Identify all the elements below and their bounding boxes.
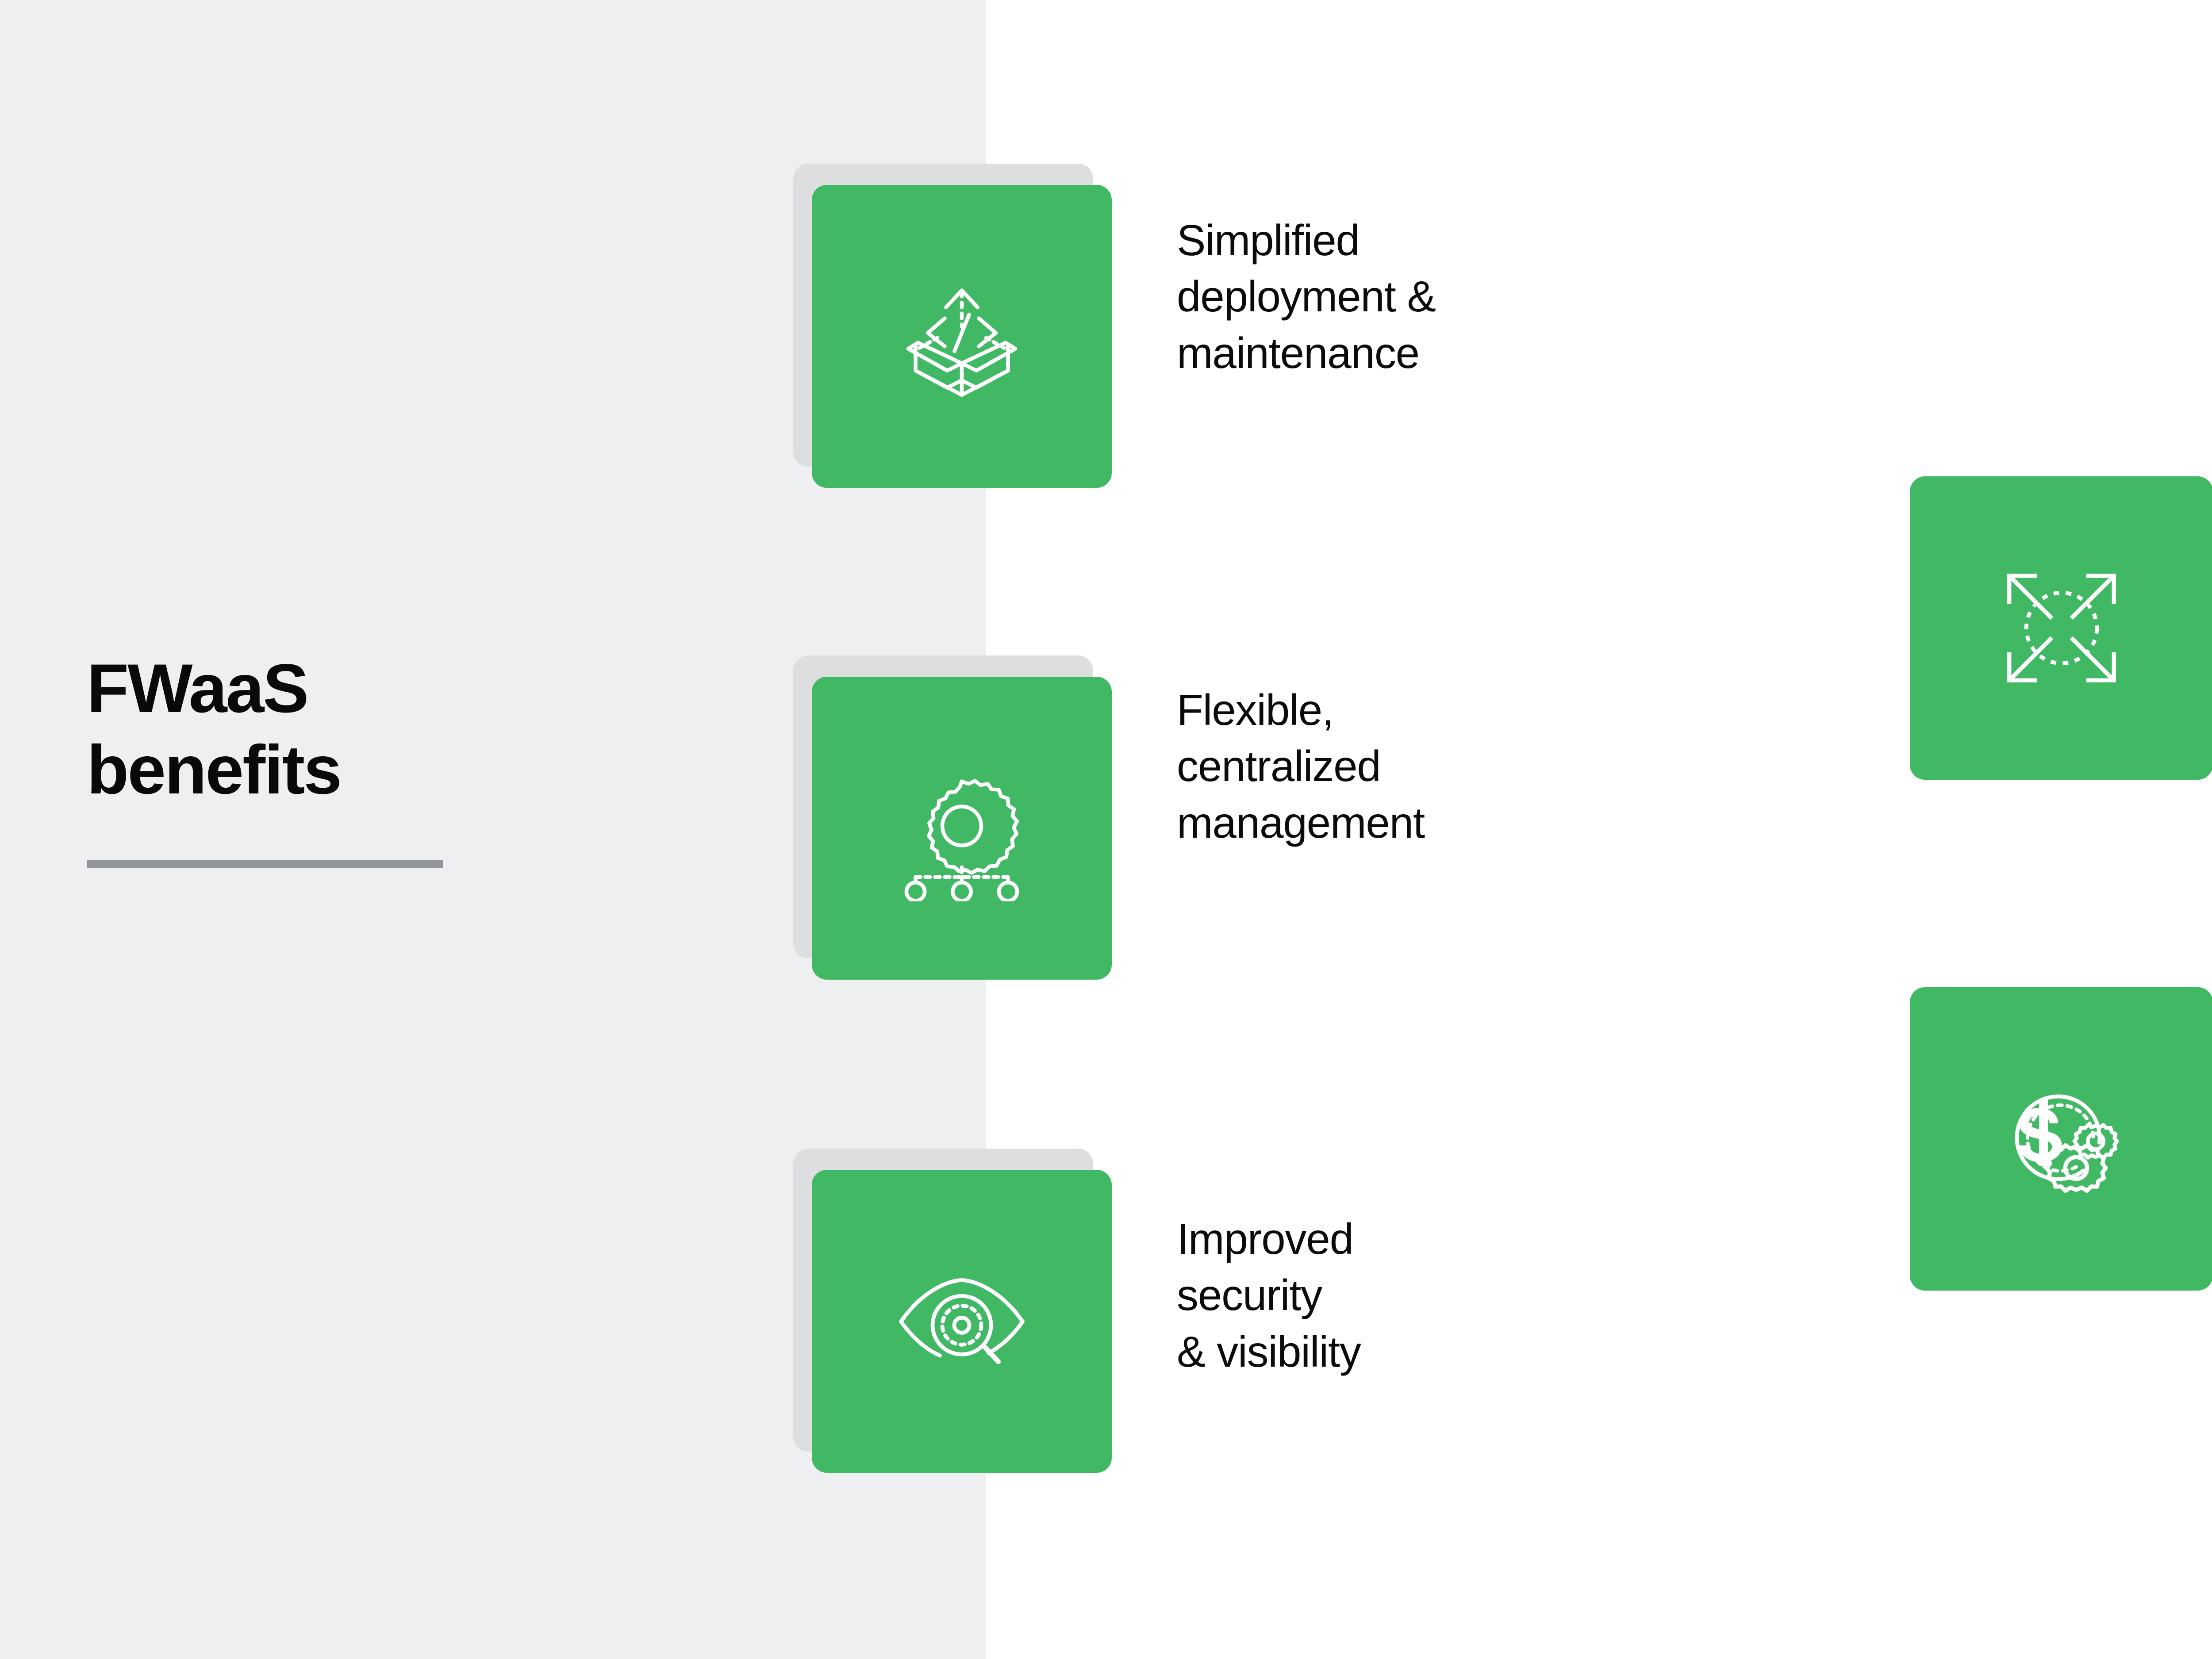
benefit-tile-simplified-deployment[interactable] [793,164,1112,488]
page-title: FWaaS benefits [87,650,342,809]
eye-magnifier-icon [889,1249,1035,1395]
gear-hierarchy-icon [889,755,1035,901]
icon-tile[interactable] [812,1170,1112,1473]
four-way-expand-arrows-icon [1989,555,2135,701]
icon-tile[interactable] [1910,987,2212,1291]
dollar-coin-gears-icon [1989,1066,2135,1212]
benefit-label-flexible-management: Flexible, centralized management [1177,686,1425,847]
icon-tile[interactable] [812,677,1112,980]
benefit-label-simplified-deployment: Simplified deployment & maintenance [1177,216,1436,377]
open-box-code-deploy-icon [889,264,1035,410]
benefit-tile-cost-efficiency[interactable] [1910,987,2212,1291]
title-divider [87,860,443,868]
benefit-label-improved-security: Improved security & visibility [1177,1215,1361,1376]
icon-tile[interactable] [812,185,1112,488]
benefit-tile-flexible-management[interactable] [793,655,1112,980]
icon-tile[interactable] [1910,476,2212,780]
title-block: FWaaS benefits [87,648,750,868]
benefit-tile-improved-security[interactable] [793,1149,1112,1473]
benefit-tile-enhanced-scalability[interactable] [1910,476,2212,780]
